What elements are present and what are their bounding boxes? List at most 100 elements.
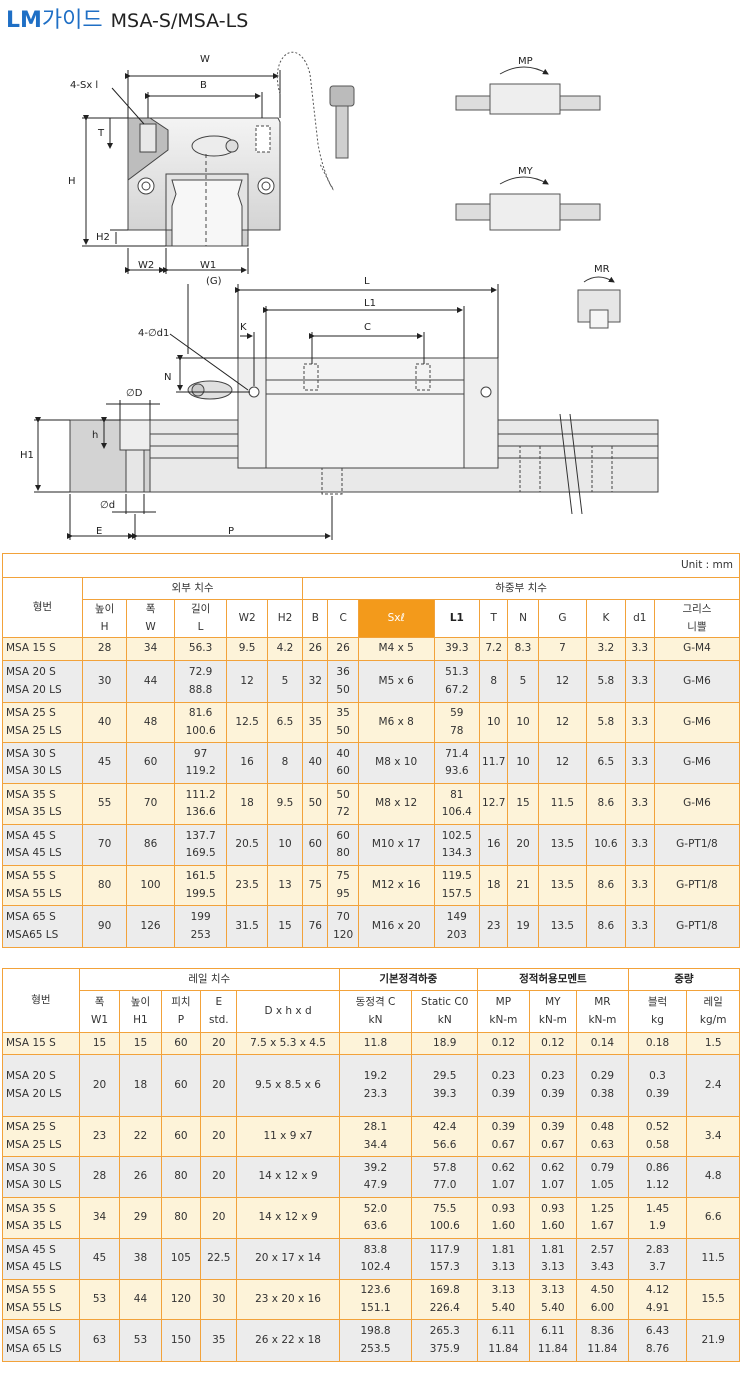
label-ds: ∅d	[100, 500, 115, 511]
cell-rail: 3.4	[686, 1116, 740, 1157]
cell-dhd: 9.5 x 8.5 x 6	[236, 1054, 340, 1117]
cell-sx: M5 x 6	[357, 660, 435, 703]
header-h2: H2	[266, 599, 304, 638]
cell-e: 35	[200, 1319, 238, 1362]
cell-k: 5.8	[586, 702, 626, 743]
cell-h: 55	[81, 783, 128, 825]
drawing-svg: W B 4-Sx l T H H2 W2 W1 MP MY	[20, 51, 659, 540]
label-h1: H1	[20, 450, 34, 461]
cell-sx: M10 x 17	[357, 824, 435, 866]
cell-t: 8	[479, 660, 509, 703]
cell-h1: 44	[119, 1279, 162, 1320]
label-t: T	[97, 128, 105, 139]
cell-w2: 31.5	[226, 905, 268, 948]
cell-w2: 12.5	[226, 702, 268, 743]
cell-d1: 3.3	[624, 783, 655, 825]
cell-c: 11.8	[338, 1032, 413, 1055]
cell-w: 86	[126, 824, 175, 866]
header-sx: Sxℓ	[357, 599, 435, 638]
cell-h1: 18	[119, 1054, 162, 1117]
cell-l1: 39.3	[433, 637, 481, 661]
cell-t: 7.2	[479, 637, 509, 661]
cell-b: 75	[302, 865, 329, 906]
label-mp: MP	[518, 56, 533, 67]
cell-w: 100	[126, 865, 175, 906]
cell-grease: G-PT1/8	[653, 865, 741, 906]
label-hs: h	[92, 430, 98, 441]
cell-h2: 5	[266, 660, 304, 703]
cell-b: 50	[302, 783, 329, 825]
moment-mr-icon	[577, 276, 621, 329]
front-view	[82, 70, 281, 274]
header-t: T	[479, 599, 509, 638]
cell-h1: 53	[119, 1319, 162, 1362]
unit-label: Unit : mm	[2, 553, 740, 578]
header-g: G	[537, 599, 588, 638]
title-korean: 가이드	[41, 8, 103, 33]
cell-g: 12	[537, 702, 588, 743]
label-h2: H2	[96, 232, 110, 243]
cell-e: 20	[200, 1116, 238, 1157]
header-k: K	[586, 599, 626, 638]
cell-h1: 26	[119, 1156, 162, 1198]
header2-weight: 중량	[627, 968, 741, 991]
technical-drawing: W B 4-Sx l T H H2 W2 W1 MP MY	[0, 34, 750, 546]
cell-w2: 20.5	[226, 824, 268, 866]
cell-grease: G-M6	[653, 702, 741, 743]
cell-h: 90	[81, 905, 128, 948]
cell-h: 80	[81, 865, 128, 906]
cell-h2: 8	[266, 742, 304, 784]
cell-sx: M8 x 12	[357, 783, 435, 825]
cell-k: 8.6	[586, 783, 626, 825]
cell-n: 21	[507, 865, 539, 906]
cell-n: 19	[507, 905, 539, 948]
cell-dhd: 23 x 20 x 16	[236, 1279, 340, 1320]
cell-d1: 3.3	[624, 702, 655, 743]
cell-e: 20	[200, 1156, 238, 1198]
cell-h2: 4.2	[266, 637, 304, 661]
cell-w: 34	[126, 637, 175, 661]
cell-rail: 1.5	[686, 1032, 740, 1055]
cell-h: 30	[81, 660, 128, 703]
label-w: W	[200, 54, 210, 65]
cell-n: 10	[507, 702, 539, 743]
cell-h2: 10	[266, 824, 304, 866]
cell-k: 6.5	[586, 742, 626, 784]
header-n: N	[507, 599, 539, 638]
